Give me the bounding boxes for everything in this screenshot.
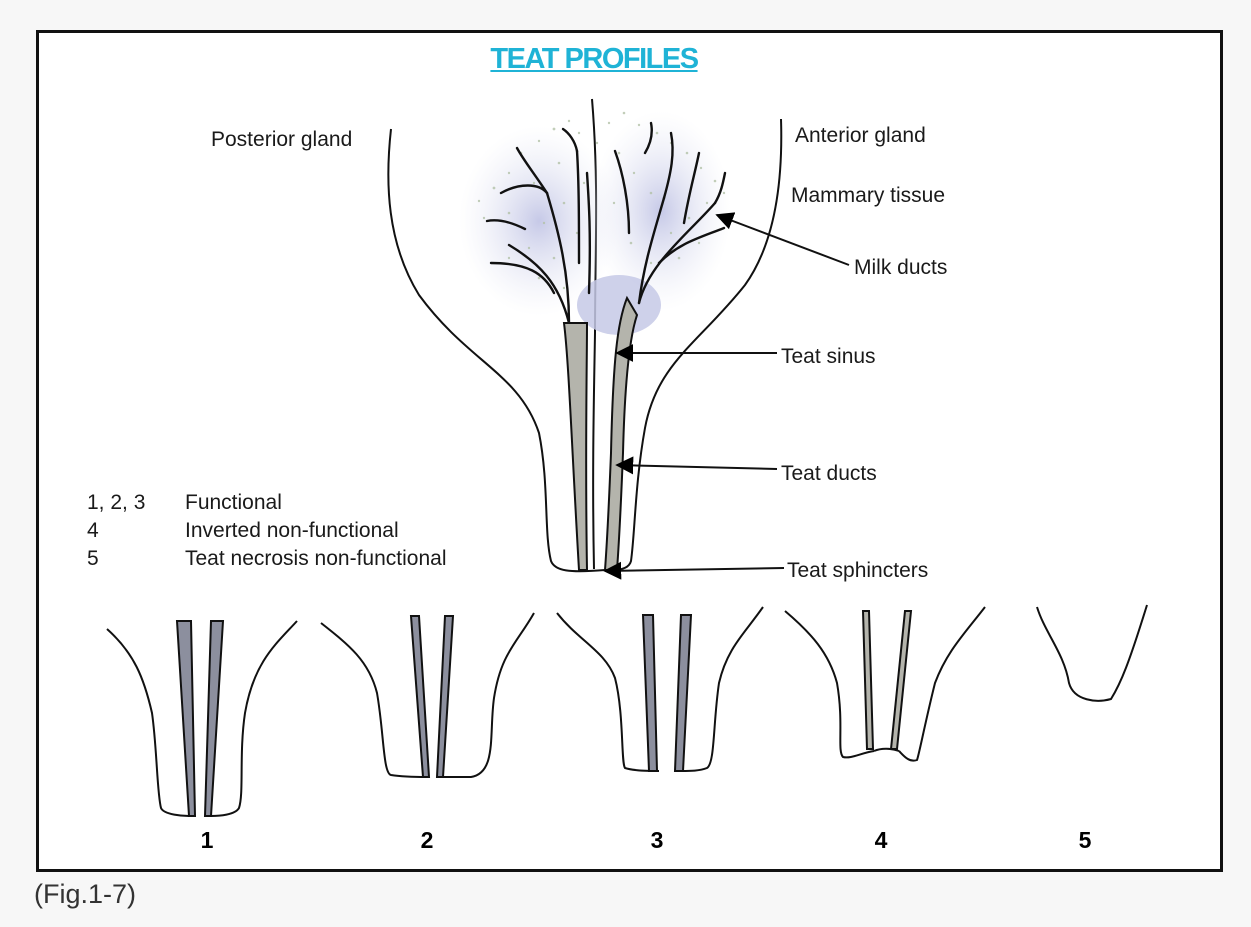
right-teat-duct xyxy=(605,298,637,570)
label-teat-ducts: Teat ducts xyxy=(781,463,877,484)
teat-profile-2 xyxy=(321,613,534,777)
label-milk-ducts: Milk ducts xyxy=(854,257,947,278)
label-teat-sphincters: Teat sphincters xyxy=(787,560,928,581)
profile-number-5: 5 xyxy=(1065,829,1105,852)
legend-description: Teat necrosis non-functional xyxy=(185,547,447,570)
legend-description: Inverted non-functional xyxy=(185,519,399,542)
teat-profile-1 xyxy=(107,621,297,816)
legend-numbers: 4 xyxy=(87,520,185,541)
left-teat-duct xyxy=(564,323,587,570)
teat-profile-5 xyxy=(1037,605,1147,701)
label-posterior-gland: Posterior gland xyxy=(211,129,352,150)
teat-profile-3 xyxy=(557,607,763,771)
profile-number-4: 4 xyxy=(861,829,901,852)
legend-description: Functional xyxy=(185,491,282,514)
profile-number-2: 2 xyxy=(407,829,447,852)
teat-diagram-drawing xyxy=(39,33,1223,872)
legend-numbers: 1, 2, 3 xyxy=(87,492,185,513)
label-mammary-tissue: Mammary tissue xyxy=(791,185,945,206)
diagram-frame: TEAT PROFILES Posterior gland Anterior g… xyxy=(36,30,1223,872)
figure-caption: (Fig.1-7) xyxy=(34,881,136,908)
legend-numbers: 5 xyxy=(87,548,185,569)
label-teat-sinus: Teat sinus xyxy=(781,346,876,367)
profile-number-1: 1 xyxy=(187,829,227,852)
teat-profile-4 xyxy=(785,607,985,761)
diagram-title: TEAT PROFILES xyxy=(39,45,1149,74)
label-anterior-gland: Anterior gland xyxy=(795,125,926,146)
profile-number-3: 3 xyxy=(637,829,677,852)
